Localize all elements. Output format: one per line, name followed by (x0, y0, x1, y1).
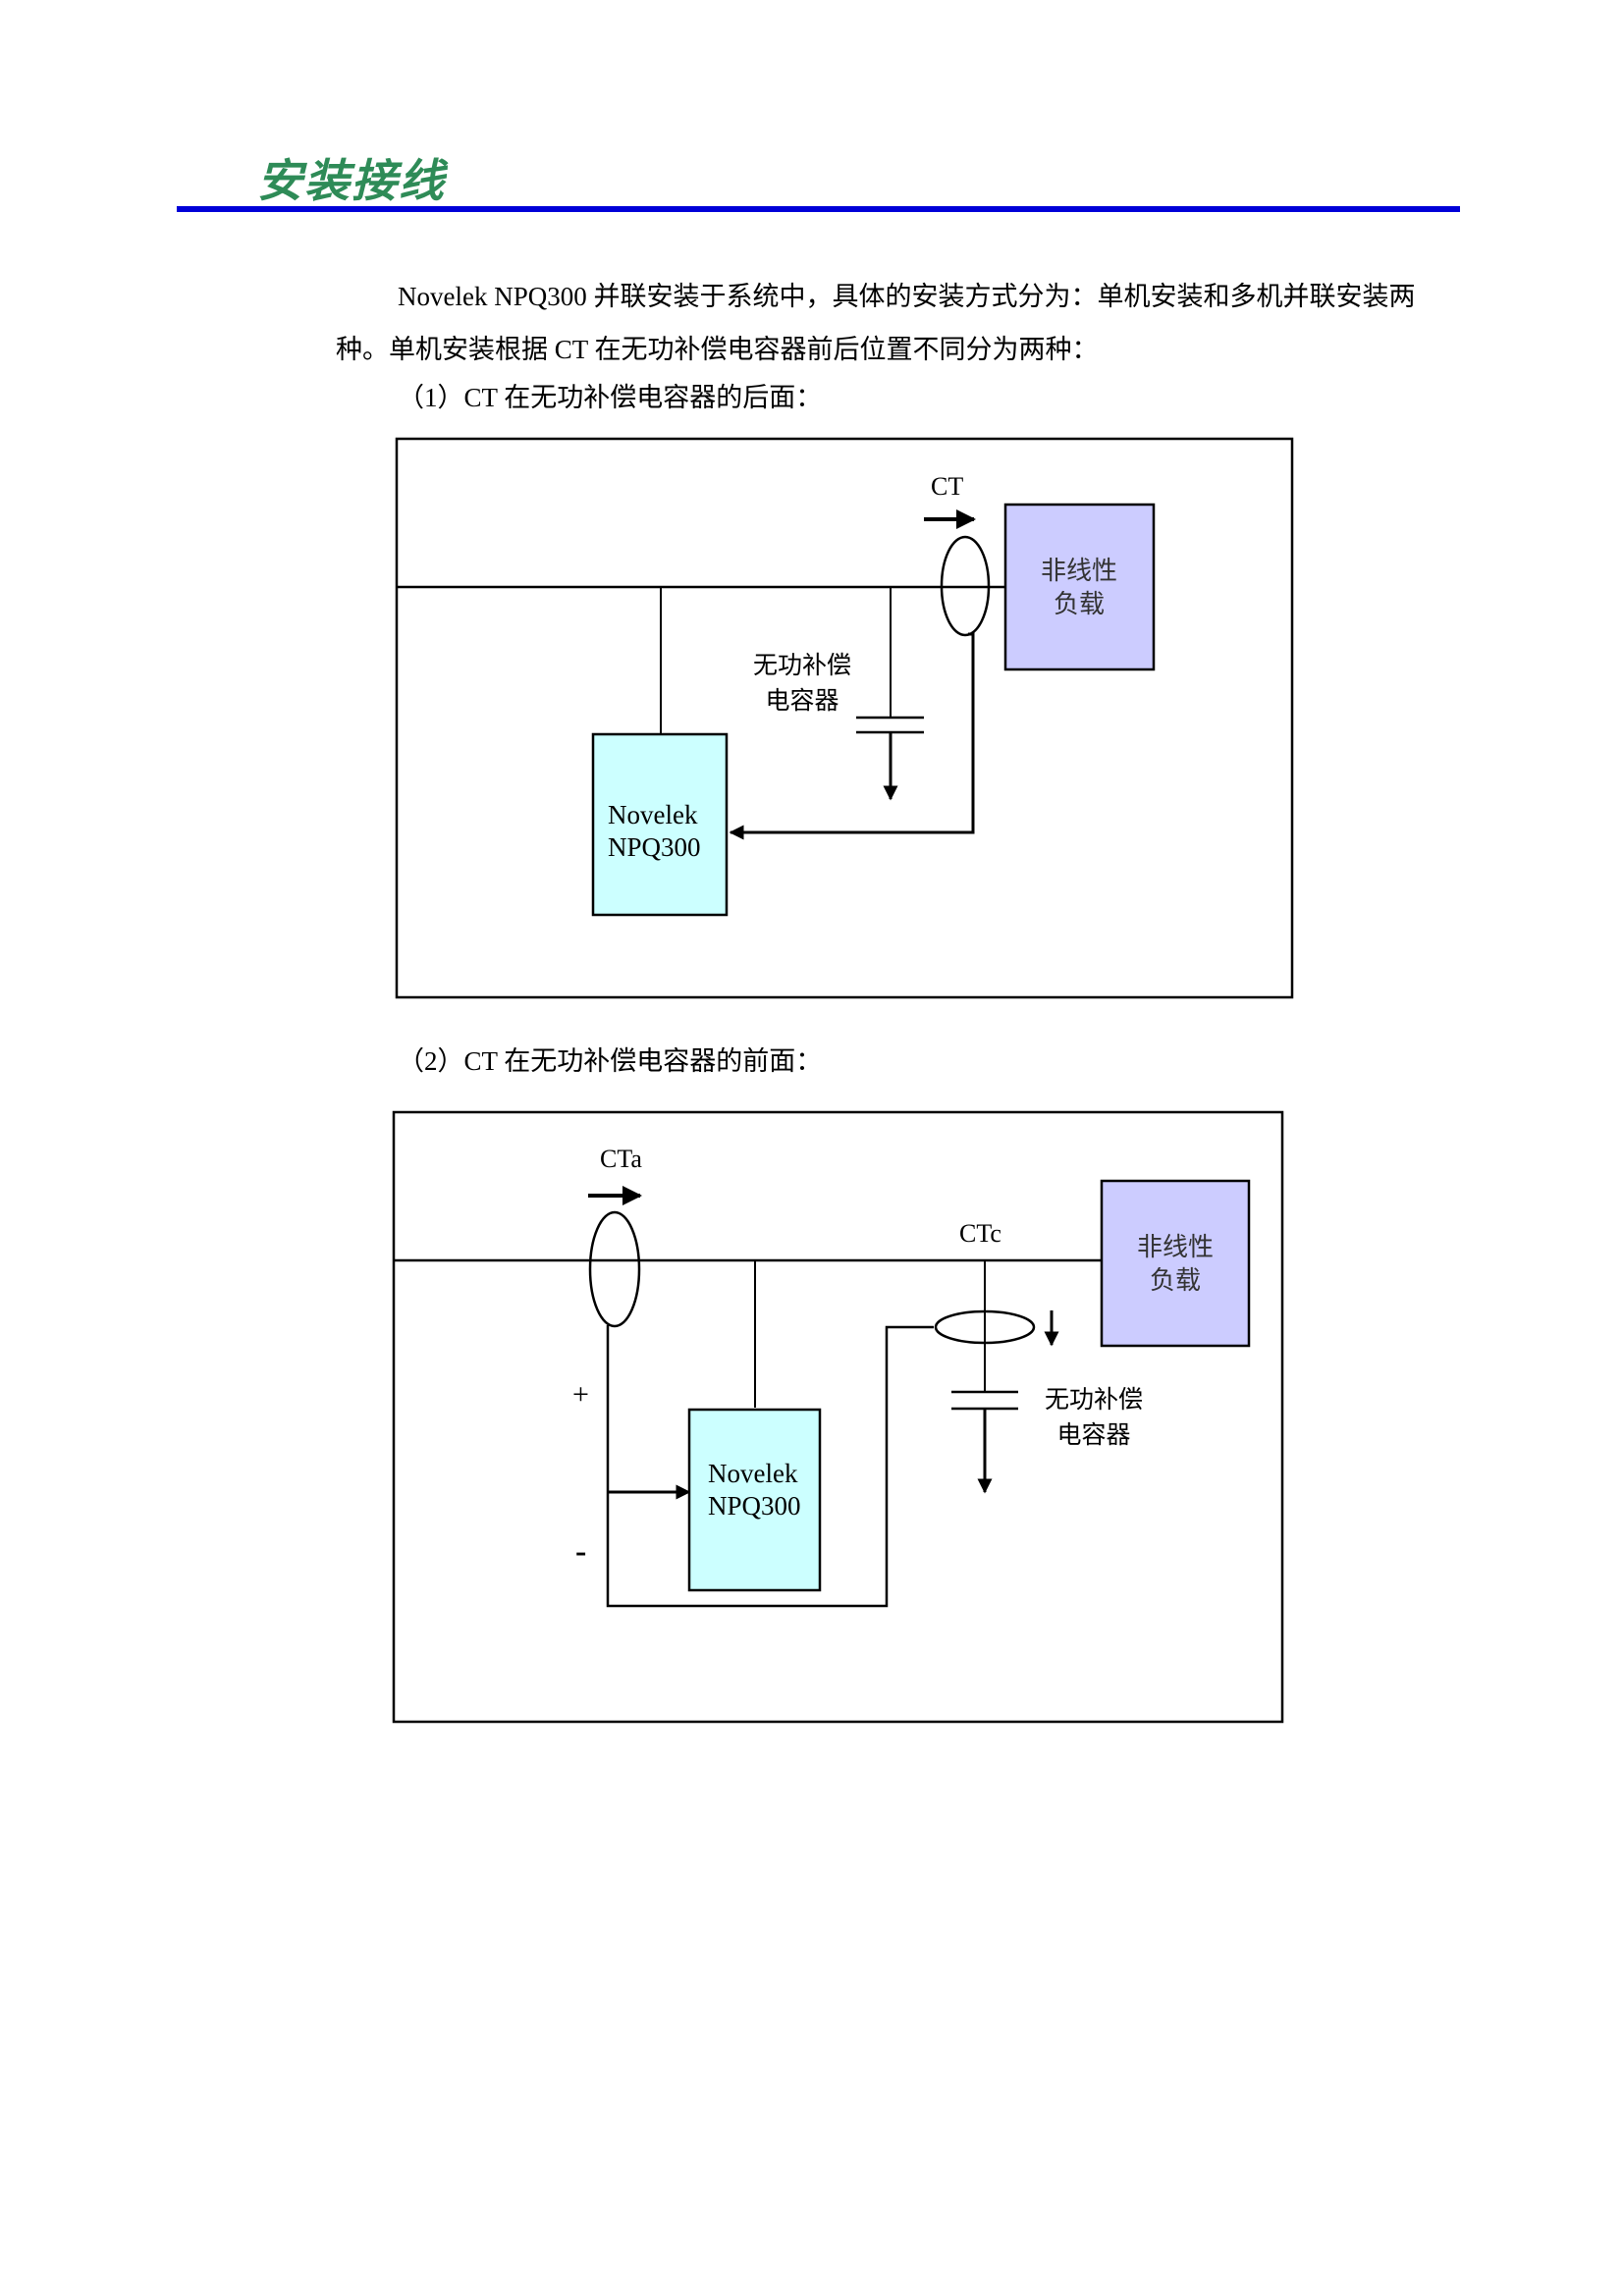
diagram-2-load-label-2: 负载 (1150, 1266, 1201, 1296)
diagram-2-cta-label: CTa (600, 1145, 642, 1173)
diagram-2-load-box (1100, 1179, 1251, 1348)
diagram-1-ct-label: CT (931, 472, 963, 501)
diagram-1-capacitor-label-1: 无功补偿 (753, 651, 851, 679)
case-2-caption: （2）CT 在无功补偿电容器的前面： (398, 1046, 823, 1076)
diagram-2: CTa CTc + - 非线性 负载 无功补偿 电容器 Novelek NPQ3… (392, 1110, 1284, 1724)
diagram-1-ct-icon (940, 535, 991, 637)
diagram-1-device-box (591, 732, 729, 917)
diagram-1-device-label-1: Novelek (608, 800, 698, 829)
diagram-2-ctc-label: CTc (959, 1219, 1001, 1248)
diagram-2-device-label-1: Novelek (708, 1459, 798, 1488)
diagram-1-frame (395, 437, 1294, 999)
diagram-2-load-label-1: 非线性 (1137, 1233, 1214, 1262)
diagram-2-device-box (687, 1408, 822, 1592)
title-rule (177, 206, 1460, 212)
diagram-1-ct-signal-wire (729, 632, 975, 840)
section-title: 安装接线 (257, 154, 446, 207)
diagram-2-ctc-icon (934, 1309, 1036, 1345)
diagram-2-capacitor-label-2: 电容器 (1056, 1420, 1130, 1449)
intro-paragraph-line-2: 种。单机安装根据 CT 在无功补偿电容器前后位置不同分为两种： (336, 335, 1099, 364)
diagram-1-load-label-2: 负载 (1054, 590, 1105, 619)
diagram-2-plus-label: + (572, 1378, 589, 1411)
diagram-2-cta-icon (588, 1210, 641, 1328)
diagram-1: CT 非线性 负载 无功补偿 电容器 Novelek NPQ300 (395, 437, 1294, 999)
diagram-2-capacitor-label-1: 无功补偿 (1045, 1385, 1143, 1414)
diagram-2-signal-loop (606, 1325, 934, 1608)
diagram-2-frame (392, 1110, 1284, 1724)
diagram-1-load-box (1003, 503, 1156, 671)
diagram-1-load-label-1: 非线性 (1041, 557, 1117, 586)
diagram-1-device-label-2: NPQ300 (608, 832, 701, 862)
case-1-caption: （1）CT 在无功补偿电容器的后面： (398, 383, 823, 412)
diagram-2-device-label-2: NPQ300 (708, 1491, 801, 1521)
intro-paragraph-line-1: Novelek NPQ300 并联安装于系统中，具体的安装方式分为：单机安装和多… (398, 282, 1416, 311)
diagram-1-capacitor-label-2: 电容器 (765, 686, 839, 715)
diagram-2-minus-label: - (575, 1533, 586, 1570)
